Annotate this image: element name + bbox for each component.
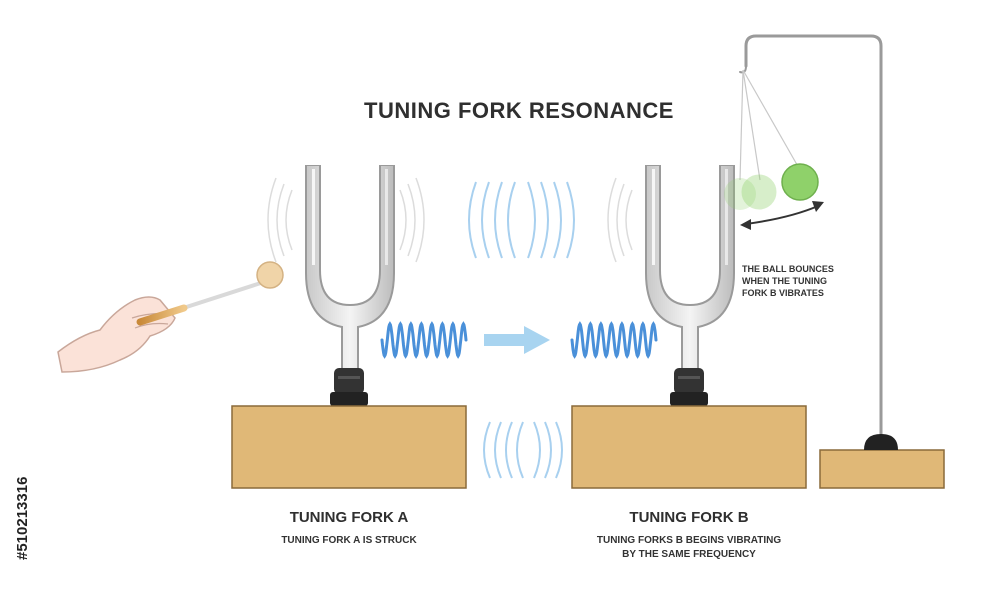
resonance-box-b — [571, 405, 807, 489]
hand-icon — [57, 296, 176, 373]
tuning-fork-a — [305, 165, 395, 406]
pendulum-ball-ghost — [741, 174, 777, 210]
stock-id: #510213316 — [14, 477, 31, 560]
sound-wave-icon — [468, 181, 575, 259]
fork-a-label: TUNING FORK A — [290, 509, 409, 526]
page-title: TUNING FORK RESONANCE — [364, 98, 674, 123]
arrow-right-icon — [484, 326, 550, 354]
pendulum-ball-icon — [781, 163, 819, 201]
pendulum-stand — [739, 34, 883, 442]
svg-text:FORK B VIBRATES: FORK B VIBRATES — [742, 288, 824, 298]
resonance-box-a — [231, 405, 467, 489]
svg-text:THE BALL BOUNCES: THE BALL BOUNCES — [742, 264, 834, 274]
wave-fork-b — [570, 321, 658, 359]
wave-fork-a — [380, 321, 468, 359]
fork-a-caption: TUNING FORK A IS STRUCK — [281, 535, 417, 546]
tuning-fork-icon — [305, 165, 395, 376]
tuning-fork-icon — [645, 165, 735, 376]
fork-b-vibration-arcs — [607, 177, 633, 263]
pendulum-ball-ghost — [724, 178, 756, 210]
fork-b-label: TUNING FORK B — [629, 509, 748, 526]
svg-text:WHEN THE TUNING: WHEN THE TUNING — [742, 276, 827, 286]
fork-b-caption-line2: BY THE SAME FREQUENCY — [622, 549, 756, 560]
stand-base — [819, 449, 945, 489]
ball-note: THE BALL BOUNCES WHEN THE TUNING FORK B … — [742, 264, 834, 298]
stand-foot — [864, 434, 898, 450]
swing-arrow-icon — [740, 201, 824, 230]
mallet-icon — [136, 261, 284, 326]
tuning-fork-b — [645, 165, 735, 406]
fork-a-vibration-arcs — [267, 177, 425, 263]
sound-wave-icon — [483, 421, 563, 479]
fork-b-caption-line1: TUNING FORKS B BEGINS VIBRATING — [597, 535, 781, 546]
pendulum-strings — [739, 69, 801, 181]
